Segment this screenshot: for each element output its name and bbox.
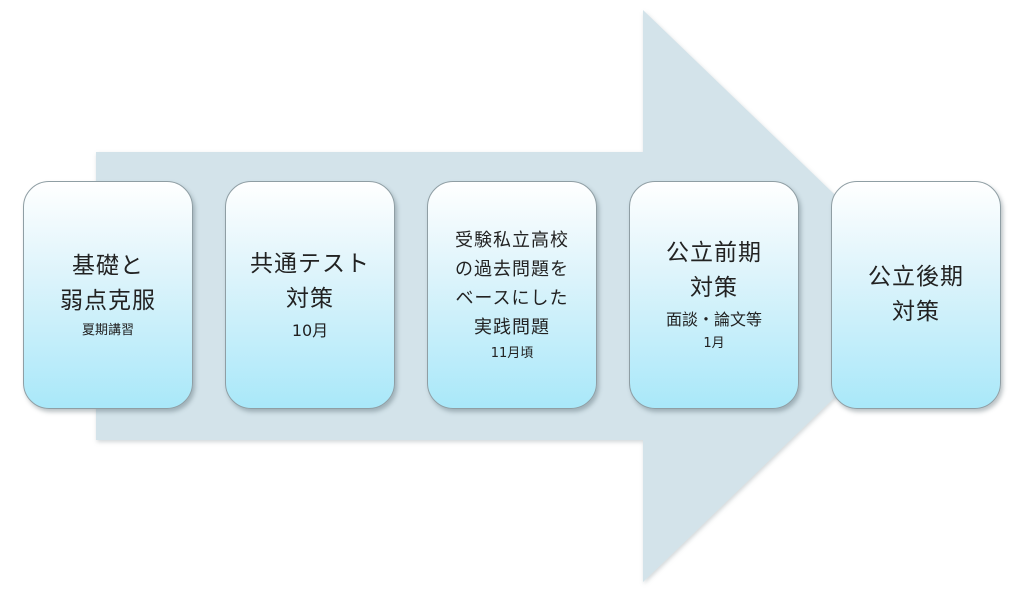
step-basics-line-2: 弱点克服: [60, 288, 156, 314]
step-private-practice-line-2: の過去問題を: [455, 259, 569, 280]
step-basics-note: 夏期講習: [81, 323, 134, 338]
step-public-early-line-1: 公立前期: [666, 240, 762, 266]
step-basics: 基礎と 弱点克服 夏期講習: [23, 181, 193, 409]
step-private-practice-line-1: 受験私立高校: [455, 230, 569, 251]
step-public-early: 公立前期 対策 面談・論文等 1月: [629, 181, 799, 409]
step-public-late-line-2: 対策: [892, 299, 940, 325]
step-public-early-detail: 面談・論文等: [665, 310, 762, 329]
step-common-test-line-2: 対策: [286, 286, 334, 312]
step-public-early-line-2: 対策: [690, 275, 738, 301]
step-common-test-line-1: 共通テスト: [250, 251, 370, 277]
step-basics-line-1: 基礎と: [72, 253, 144, 279]
step-public-late-line-1: 公立後期: [868, 264, 964, 290]
step-private-practice-line-4: 実践問題: [474, 317, 550, 338]
step-common-test-note: 10月: [291, 321, 329, 340]
step-private-practice-line-3: ベースにした: [455, 288, 569, 309]
step-public-early-note: 1月: [703, 336, 725, 351]
step-private-practice-note: 11月頃: [490, 346, 534, 361]
step-common-test: 共通テスト 対策 10月: [225, 181, 395, 409]
step-private-practice: 受験私立高校 の過去問題を ベースにした 実践問題 11月頃: [427, 181, 597, 409]
step-public-late: 公立後期 対策: [831, 181, 1001, 409]
